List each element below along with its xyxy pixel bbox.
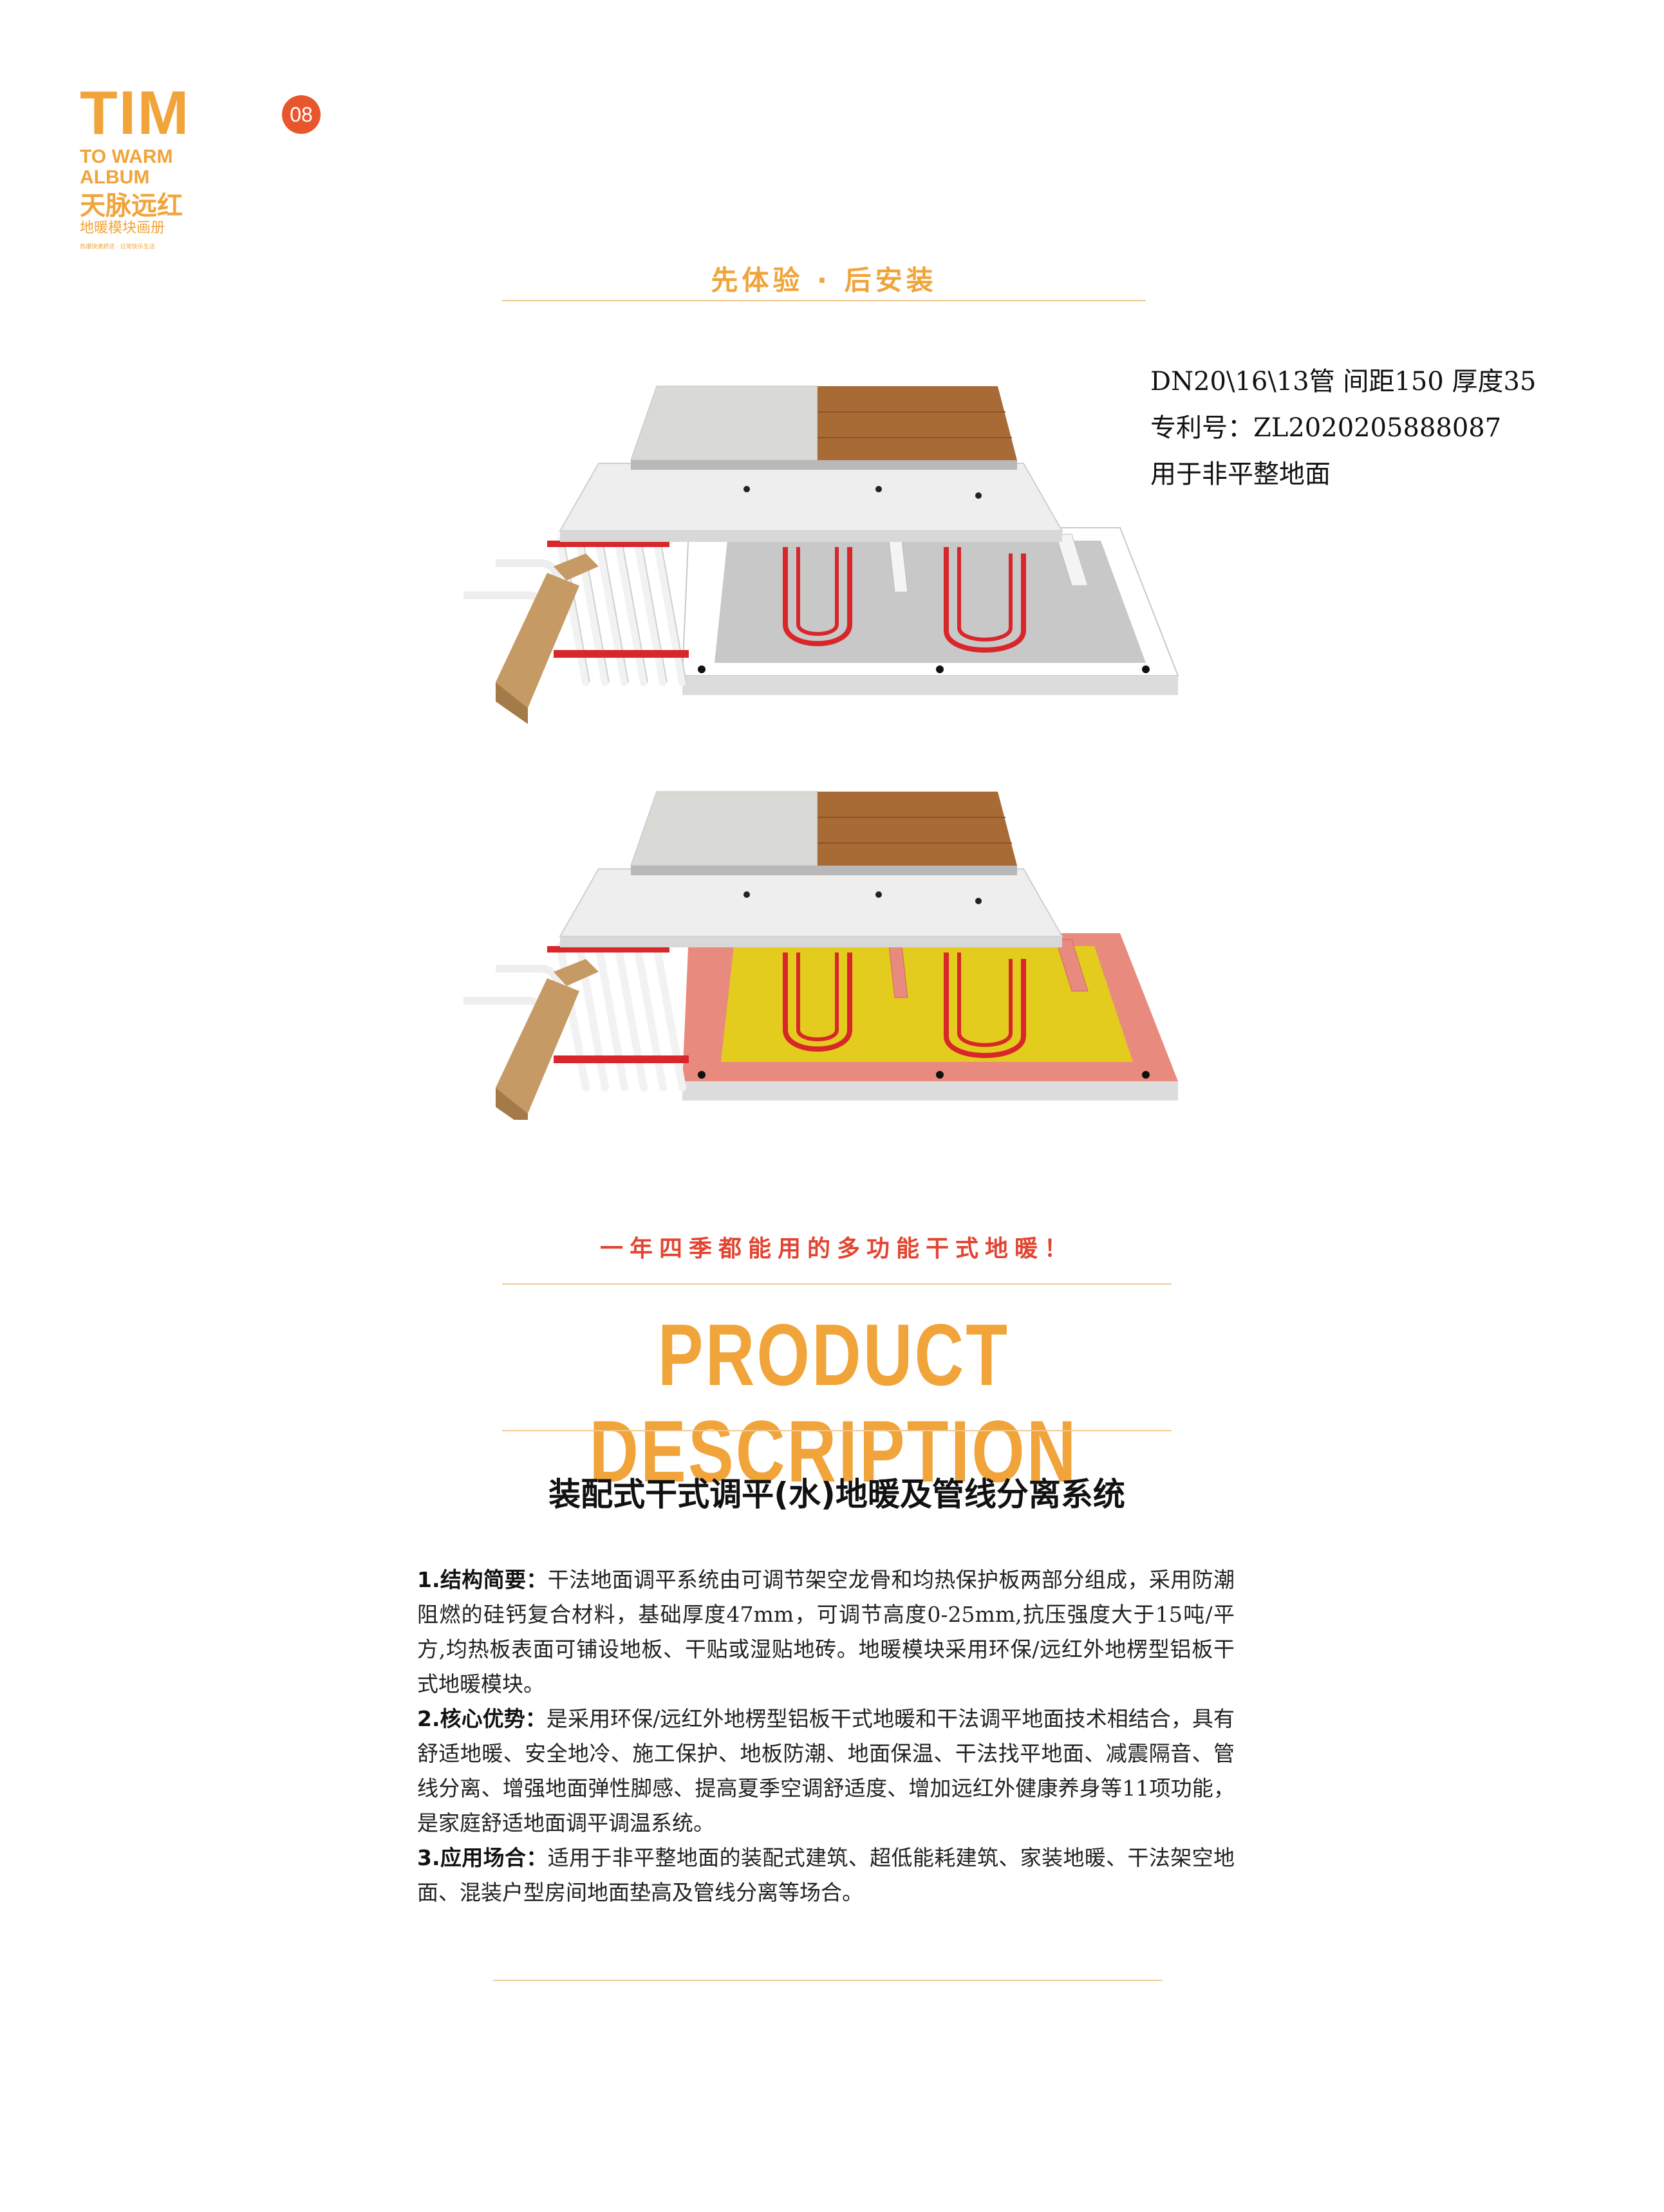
slogan-top: 先体验 · 后安装 bbox=[711, 265, 937, 296]
page-number-badge: 08 bbox=[282, 95, 321, 134]
description-item-1: 1.结构简要：干法地面调平系统由可调节架空龙骨和均热保护板两部分组成，采用防潮阻… bbox=[417, 1563, 1235, 1702]
description-text-2: 是采用环保/远红外地楞型铝板干式地暖和干法调平地面技术相结合，具有舒适地暖、安全… bbox=[417, 1706, 1235, 1836]
brand-line-2: ALBUM bbox=[80, 167, 150, 188]
description-text-3: 适用于非平整地面的装配式建筑、超低能耗建筑、家装地暖、干法架空地面、混装户型房间… bbox=[417, 1845, 1235, 1905]
spec-line-1: DN20\16\13管 间距150 厚度35 bbox=[1150, 367, 1537, 396]
slogan-middle: 一年四季都能用的多功能干式地暖！ bbox=[599, 1235, 1074, 1262]
divider-bottom bbox=[493, 1980, 1163, 1981]
description-label-2: 2.核心优势： bbox=[417, 1706, 547, 1731]
brand-subtitle: TO WARM ALBUM bbox=[80, 147, 173, 188]
description-text-1: 干法地面调平系统由可调节架空龙骨和均热保护板两部分组成，采用防潮阻燃的硅钙复合材… bbox=[417, 1567, 1235, 1696]
floor-system-illustration-1 bbox=[463, 386, 1179, 724]
floor-system-illustration-2 bbox=[463, 791, 1178, 1120]
section-subtitle: 装配式干式调平(水)地暖及管线分离系统 bbox=[548, 1476, 1125, 1513]
description-label-1: 1.结构简要： bbox=[417, 1567, 548, 1592]
description-label-3: 3.应用场合： bbox=[417, 1845, 548, 1870]
brand-logo-tim: TIM bbox=[80, 79, 191, 147]
divider-middle-bottom bbox=[502, 1430, 1172, 1431]
description-body: 1.结构简要：干法地面调平系统由可调节架空龙骨和均热保护板两部分组成，采用防潮阻… bbox=[417, 1563, 1235, 1910]
divider-middle-top bbox=[502, 1283, 1172, 1285]
divider-top bbox=[502, 300, 1146, 301]
brand-line-1: TO WARM bbox=[80, 146, 173, 167]
spec-line-2: 专利号：ZL2020205888087 bbox=[1150, 413, 1502, 443]
brand-cn-sub: 地暖模块画册 bbox=[80, 220, 165, 236]
description-item-3: 3.应用场合：适用于非平整地面的装配式建筑、超低能耗建筑、家装地暖、干法架空地面… bbox=[417, 1841, 1235, 1910]
page-title: PRODUCT DESCRIPTION bbox=[589, 1306, 1078, 1500]
spec-line-3: 用于非平整地面 bbox=[1150, 460, 1331, 489]
brand-cn-name: 天脉远红 bbox=[80, 191, 183, 221]
description-item-2: 2.核心优势：是采用环保/远红外地楞型铝板干式地暖和干法调平地面技术相结合，具有… bbox=[417, 1702, 1235, 1841]
brand-tagline: 热爆快速舒适 · 日常快乐生活 bbox=[80, 244, 155, 250]
